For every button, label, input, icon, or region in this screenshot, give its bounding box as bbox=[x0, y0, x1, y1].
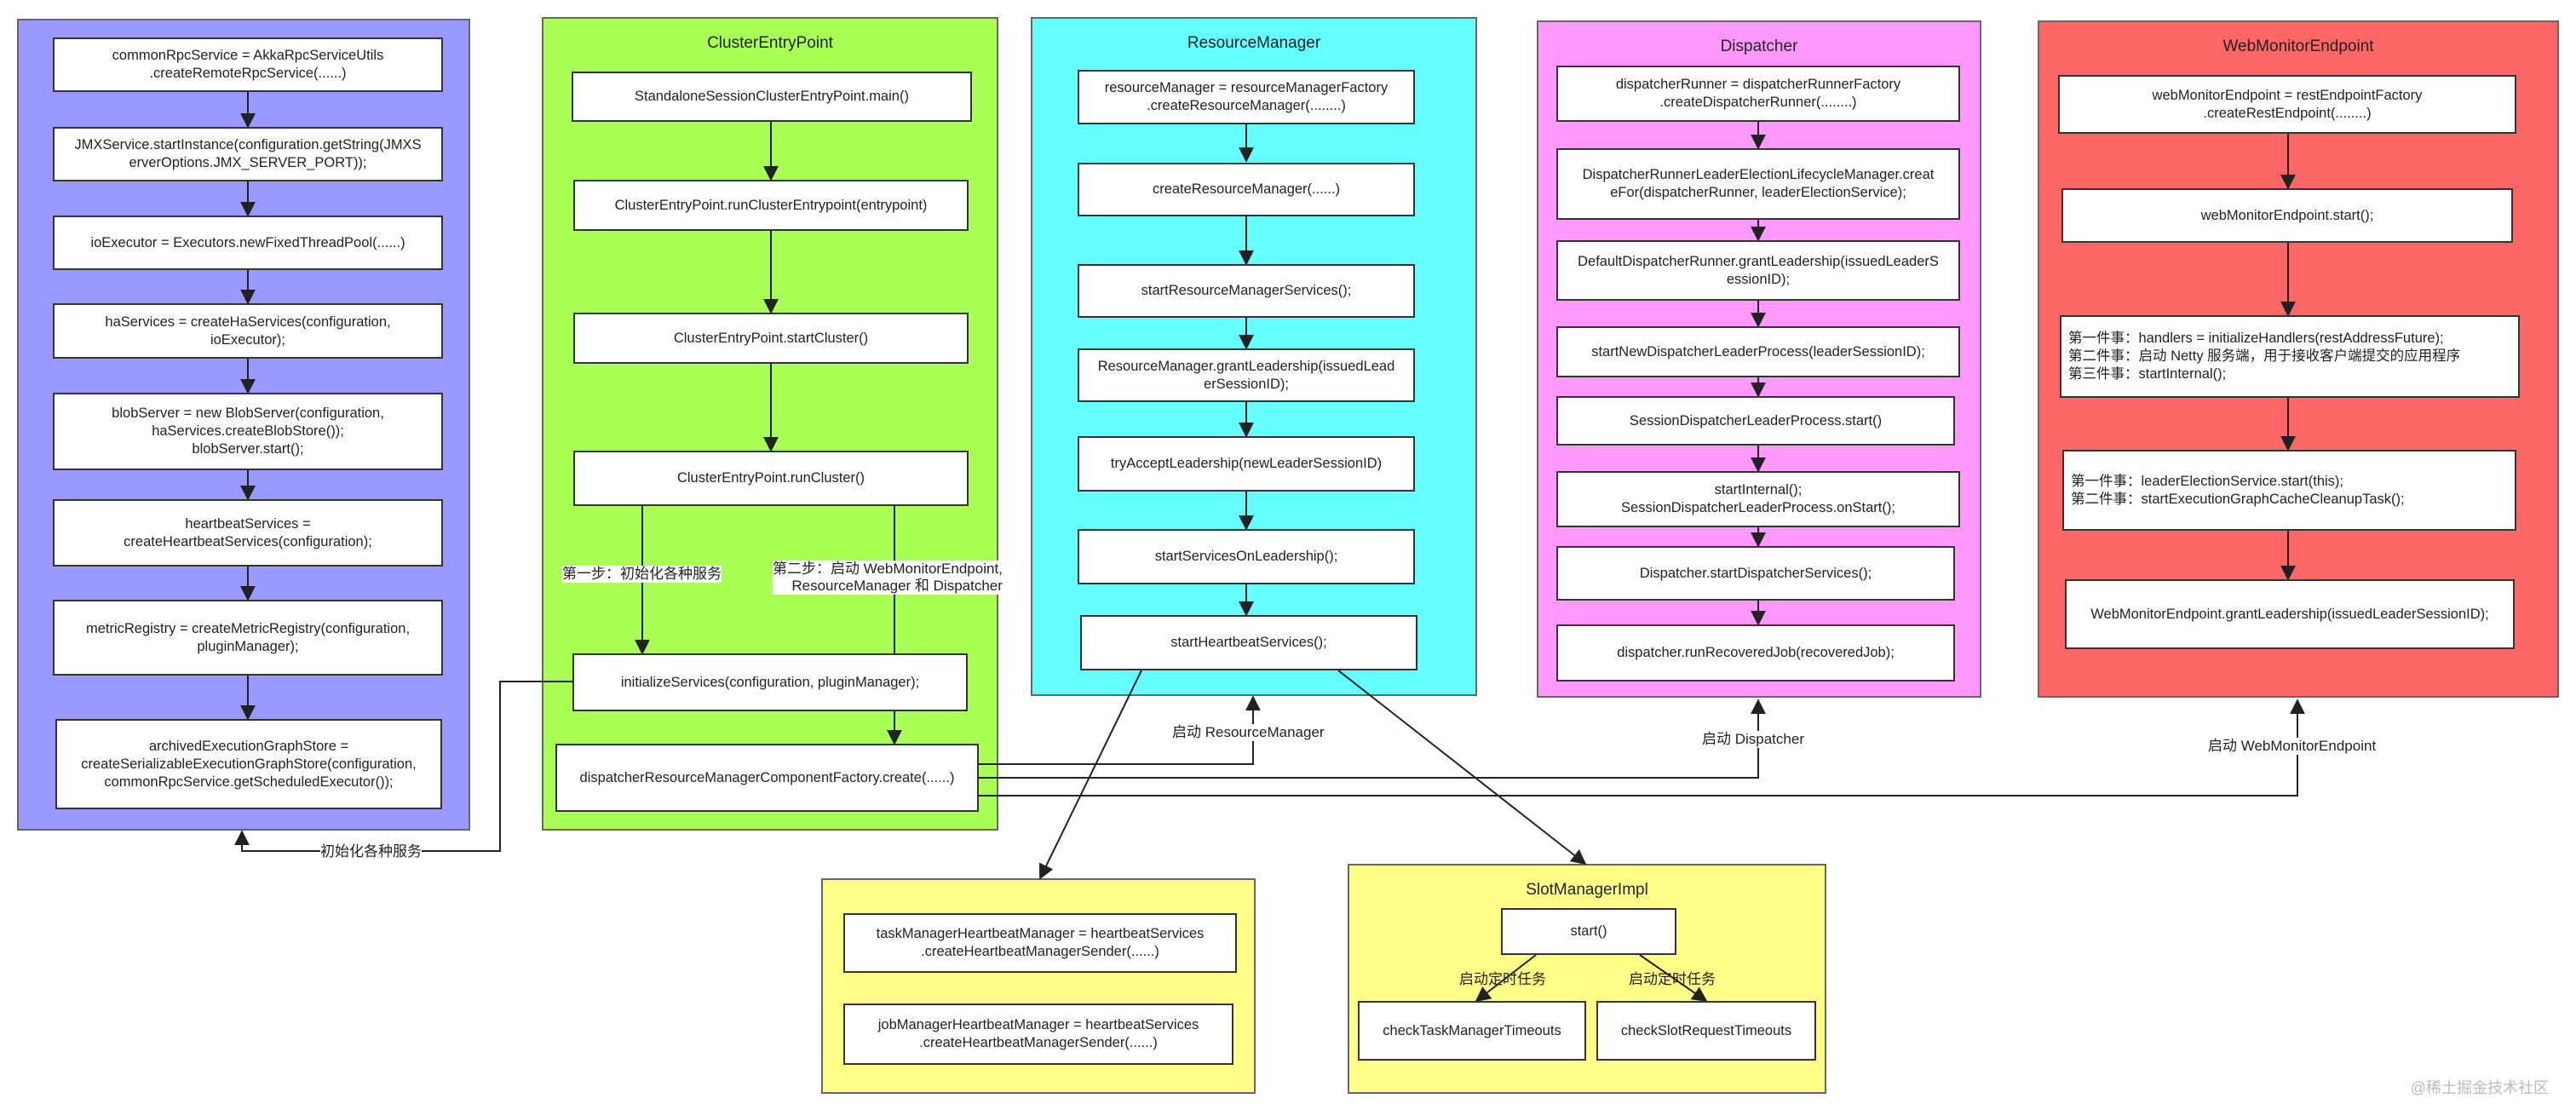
blob-server-node: blobServer = new BlobServer(configuratio… bbox=[53, 393, 443, 470]
panel-title: Dispatcher bbox=[1720, 37, 1798, 55]
resource-manager-factory-node: resourceManager = resourceManagerFactory… bbox=[1078, 70, 1415, 124]
panel-title: ResourceManager bbox=[1187, 34, 1321, 52]
check-task-manager-timeouts-node: checkTaskManagerTimeouts bbox=[1358, 1001, 1586, 1061]
create-rpc-service-node: commonRpcService = AkkaRpcServiceUtils .… bbox=[53, 37, 443, 92]
step2-label: 第二步：启动 WebMonitorEndpoint, ResourceManag… bbox=[773, 561, 1003, 595]
start-dispatcher-label: 启动 Dispatcher bbox=[1702, 731, 1804, 748]
slot-manager-start-node: start() bbox=[1501, 908, 1676, 955]
initialize-services-node: initializeServices(configuration, plugin… bbox=[572, 653, 968, 711]
web-monitor-start-node: webMonitorEndpoint.start(); bbox=[2061, 188, 2513, 243]
start-web-monitor-label: 启动 WebMonitorEndpoint bbox=[2208, 738, 2377, 755]
step1-label: 第一步：初始化各种服务 bbox=[562, 566, 722, 583]
timer-task-label-right: 启动定时任务 bbox=[1629, 971, 1716, 987]
try-accept-leadership-node: tryAcceptLeadership(newLeaderSessionID) bbox=[1078, 436, 1415, 492]
execution-graph-store-node: archivedExecutionGraphStore = createSeri… bbox=[55, 719, 442, 809]
create-resource-manager-node: createResourceManager(......) bbox=[1078, 163, 1415, 216]
panel-title: WebMonitorEndpoint bbox=[2222, 37, 2374, 55]
arrow bbox=[1039, 670, 1142, 880]
initialize-handlers-node: 第一件事：handlers = initializeHandlers(restA… bbox=[2060, 315, 2520, 398]
run-recovered-job-node: dispatcher.runRecoveredJob(recoveredJob)… bbox=[1556, 624, 1955, 682]
start-web-monitor-connector bbox=[979, 699, 2305, 797]
timer-task-label-left: 启动定时任务 bbox=[1459, 971, 1546, 987]
init-services-connector bbox=[234, 681, 572, 852]
panel-title: SlotManagerImpl bbox=[1526, 881, 1648, 899]
arrow bbox=[1337, 670, 1587, 866]
start-services-on-leadership-node: startServicesOnLeadership(); bbox=[1078, 529, 1415, 584]
run-cluster-node: ClusterEntryPoint.runCluster() bbox=[573, 451, 969, 506]
init-services-label: 初始化各种服务 bbox=[320, 843, 422, 860]
heartbeat-services-node: heartbeatServices = createHeartbeatServi… bbox=[53, 499, 443, 567]
check-slot-request-timeouts-node: checkSlotRequestTimeouts bbox=[1596, 1001, 1816, 1061]
rm-grant-leadership-node: ResourceManager.grantLeadership(issuedLe… bbox=[1078, 348, 1415, 402]
start-new-leader-process-node: startNewDispatcherLeaderProcess(leaderSe… bbox=[1556, 326, 1960, 377]
web-monitor-grant-leadership-node: WebMonitorEndpoint.grantLeadership(issue… bbox=[2065, 579, 2515, 649]
task-manager-heartbeat-node: taskManagerHeartbeatManager = heartbeatS… bbox=[843, 913, 1237, 973]
start-heartbeat-services-node: startHeartbeatServices(); bbox=[1080, 615, 1417, 670]
ha-services-node: haServices = createHaServices(configurat… bbox=[53, 303, 443, 359]
start-resource-manager-connector bbox=[979, 695, 1261, 765]
start-rm-services-node: startResourceManagerServices(); bbox=[1078, 264, 1415, 318]
watermark: @稀土掘金技术社区 bbox=[2410, 1079, 2549, 1096]
arrow bbox=[1475, 954, 1537, 1003]
metric-registry-node: metricRegistry = createMetricRegistry(co… bbox=[53, 600, 443, 676]
start-cluster-node: ClusterEntryPoint.startCluster() bbox=[573, 313, 969, 364]
start-dispatcher-services-node: Dispatcher.startDispatcherServices(); bbox=[1556, 546, 1955, 601]
start-dispatcher-connector bbox=[979, 699, 1766, 779]
start-internal-node: startInternal(); SessionDispatcherLeader… bbox=[1556, 471, 1960, 527]
dispatcher-runner-factory-node: dispatcherRunner = dispatcherRunnerFacto… bbox=[1556, 66, 1960, 122]
panel-title: ClusterEntryPoint bbox=[707, 34, 833, 52]
run-cluster-entrypoint-node: ClusterEntryPoint.runClusterEntrypoint(e… bbox=[573, 180, 969, 231]
dispatcher-grant-leadership-node: DefaultDispatcherRunner.grantLeadership(… bbox=[1556, 240, 1960, 301]
leader-process-start-node: SessionDispatcherLeaderProcess.start() bbox=[1556, 396, 1955, 446]
start-resource-manager-label: 启动 ResourceManager bbox=[1172, 724, 1325, 741]
lifecycle-manager-create-node: DispatcherRunnerLeaderElectionLifecycleM… bbox=[1556, 148, 1960, 220]
arrow bbox=[1639, 954, 1708, 1003]
rest-endpoint-factory-node: webMonitorEndpoint = restEndpointFactory… bbox=[2058, 75, 2516, 134]
jmx-service-node: JMXService.startInstance(configuration.g… bbox=[53, 127, 443, 181]
cluster-main-node: StandaloneSessionClusterEntryPoint.main(… bbox=[572, 72, 972, 122]
io-executor-node: ioExecutor = Executors.newFixedThreadPoo… bbox=[53, 216, 443, 270]
leader-election-start-node: 第一件事：leaderElectionService.start(this); … bbox=[2062, 450, 2516, 531]
job-manager-heartbeat-node: jobManagerHeartbeatManager = heartbeatSe… bbox=[843, 1004, 1233, 1065]
component-factory-create-node: dispatcherResourceManagerComponentFactor… bbox=[555, 744, 979, 812]
